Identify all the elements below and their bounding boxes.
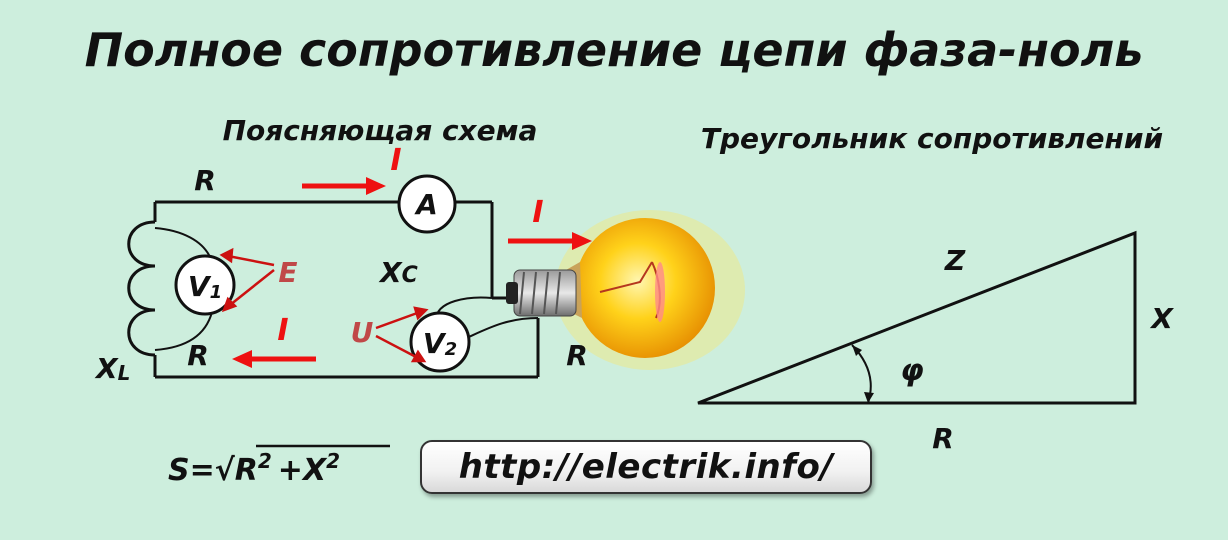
- svg-text:V1: V1: [188, 270, 222, 303]
- voltage-label: U: [351, 316, 374, 349]
- xc-main: X: [378, 256, 403, 289]
- r-top-label: R: [194, 164, 216, 197]
- triangle-heading: Треугольник сопротивлений: [701, 122, 1163, 155]
- voltmeter1-label: V: [188, 270, 212, 303]
- ammeter: A: [397, 174, 457, 234]
- voltmeter2-subscript: 2: [445, 339, 458, 360]
- hypotenuse-label: Z: [944, 244, 966, 277]
- emf-pointers: [219, 247, 275, 313]
- angle-arrow-top: [852, 345, 862, 356]
- voltmeter-2: V2: [409, 311, 471, 373]
- voltage-pointers: [375, 306, 429, 363]
- site-url-button[interactable]: http://electrik.info/: [420, 440, 872, 494]
- voltmeter1-subscript: 1: [210, 282, 223, 303]
- current-arrow-right: [508, 232, 592, 250]
- impedance-triangle: [697, 230, 1137, 405]
- xc-label: XC: [378, 256, 418, 289]
- xl-subscript: L: [118, 361, 131, 385]
- ammeter-label: A: [414, 188, 438, 221]
- formula-term2: X: [301, 453, 328, 488]
- svg-text:S=√R2+X2: S=√R2+X2: [168, 449, 340, 488]
- current-arrow-bottom: [232, 350, 316, 368]
- voltmeter-1: V1: [174, 254, 236, 316]
- voltmeter2-label: V: [423, 327, 447, 360]
- r-bottom-label: R: [187, 339, 209, 372]
- current-top-label: I: [390, 143, 401, 178]
- base-label: R: [932, 422, 954, 455]
- angle-arrow-bottom: [864, 392, 874, 403]
- circuit-heading: Поясняющая схема: [223, 114, 538, 147]
- vertical-label: X: [1149, 302, 1174, 335]
- formula-lhs: S=: [168, 453, 215, 488]
- formula-exp1: 2: [258, 449, 272, 473]
- xl-main: X: [94, 352, 119, 385]
- formula-plus: +: [278, 453, 303, 488]
- r-right-label: R: [566, 339, 588, 372]
- current-arrow-top: [302, 177, 386, 195]
- svg-text:V2: V2: [423, 327, 457, 360]
- page-title: Полное сопротивление цепи фаза-ноль: [85, 23, 1144, 77]
- site-url-label: http://electrik.info/: [458, 447, 834, 487]
- current-bottom-label: I: [277, 313, 288, 348]
- xc-subscript: C: [402, 263, 418, 288]
- light-bulb-icon: [506, 210, 745, 370]
- formula-exp2: 2: [326, 449, 340, 473]
- impedance-formula: S=√R2+X2: [168, 444, 390, 488]
- xl-label: XL: [94, 352, 130, 385]
- formula-term1: R: [235, 453, 258, 488]
- inductor-coil: [127, 220, 156, 357]
- emf-label: E: [278, 256, 297, 289]
- current-right-label: I: [532, 195, 543, 230]
- formula-radical: √: [215, 453, 236, 488]
- angle-label: φ: [900, 353, 923, 388]
